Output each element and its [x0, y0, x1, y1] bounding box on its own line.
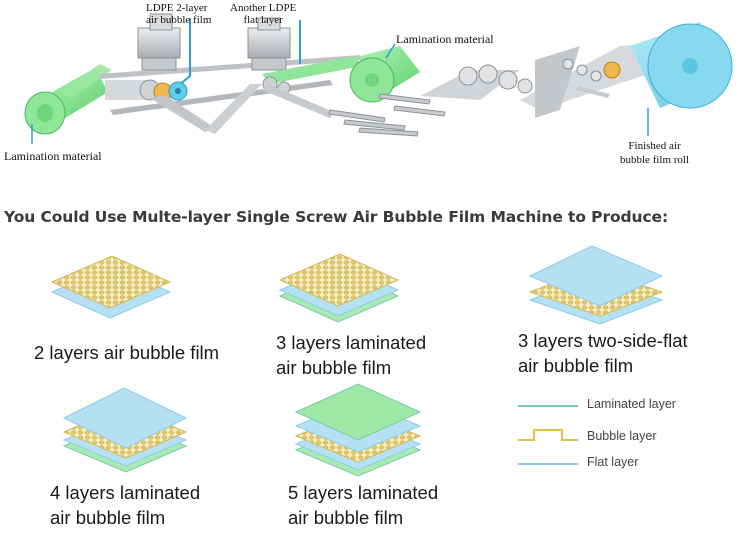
legend-label-laminated: Laminated layer — [587, 397, 676, 411]
label-ldpe-flat: Another LDPE flat layer — [230, 2, 296, 26]
label-finished-roll-line1: Finished air — [628, 140, 681, 152]
extruder-head-1 — [137, 13, 181, 71]
stack-4-layers-laminated — [62, 387, 188, 473]
label-ldpe-2layer-line1: LDPE 2-layer — [146, 2, 208, 14]
label-finished-roll-line2: bubble film roll — [620, 154, 690, 166]
caption-product-4: 4 layers laminated air bubble film — [50, 480, 200, 530]
label-finished-roll: Finished air bubble film roll — [620, 139, 689, 167]
label-ldpe-2layer-line2: air bubble film — [146, 14, 212, 26]
caption-product-5: 5 layers laminated air bubble film — [288, 480, 438, 530]
roller-group-4 — [562, 58, 602, 82]
caption-product-5-line1: 5 layers laminated — [288, 482, 439, 503]
caption-product-3-line1: 3 layers two-side-flat — [518, 330, 688, 351]
caption-product-1: 2 layers air bubble film — [34, 340, 219, 365]
extruder-head-2 — [247, 17, 291, 71]
stack-3-layers-laminated — [278, 253, 400, 323]
label-lamination-material-left: Lamination material — [4, 149, 102, 163]
stack-5-layers-laminated — [294, 383, 422, 477]
caption-product-4-line2: air bubble film — [50, 507, 166, 528]
section-heading: You Could Use Multe-layer Single Screw A… — [4, 208, 669, 226]
caption-product-5-line2: air bubble film — [288, 507, 404, 528]
legend-swatches — [518, 405, 578, 465]
caption-product-4-line1: 4 layers laminated — [50, 482, 201, 503]
label-lamination-material-top: Lamination material — [396, 32, 494, 46]
stack-3-layers-two-side-flat — [528, 245, 664, 325]
legend-label-flat: Flat layer — [587, 455, 639, 469]
roller-group-2 — [262, 76, 334, 118]
legend-label-bubble: Bubble layer — [587, 429, 657, 443]
label-ldpe-2layer: LDPE 2-layer air bubble film — [146, 2, 211, 26]
caption-product-2: 3 layers laminated air bubble film — [276, 330, 426, 380]
caption-product-3-line2: air bubble film — [518, 355, 634, 376]
label-ldpe-flat-line1: Another LDPE — [230, 2, 297, 14]
stack-2-layers — [50, 255, 172, 319]
caption-product-2-line1: 3 layers laminated — [276, 332, 427, 353]
caption-product-1-line1: 2 layers air bubble film — [34, 342, 220, 363]
legend-swatch-bubble — [518, 429, 578, 441]
roller-group-3 — [458, 64, 533, 94]
label-ldpe-flat-line2: flat layer — [243, 14, 283, 26]
finished-air-bubble-film-roll — [630, 22, 733, 109]
lamination-material-roll-middle — [349, 46, 420, 103]
guide-rollers-lower — [328, 93, 446, 137]
machine-diagram — [24, 13, 733, 144]
caption-product-3: 3 layers two-side-flat air bubble film — [518, 328, 688, 378]
caption-product-2-line2: air bubble film — [276, 357, 392, 378]
